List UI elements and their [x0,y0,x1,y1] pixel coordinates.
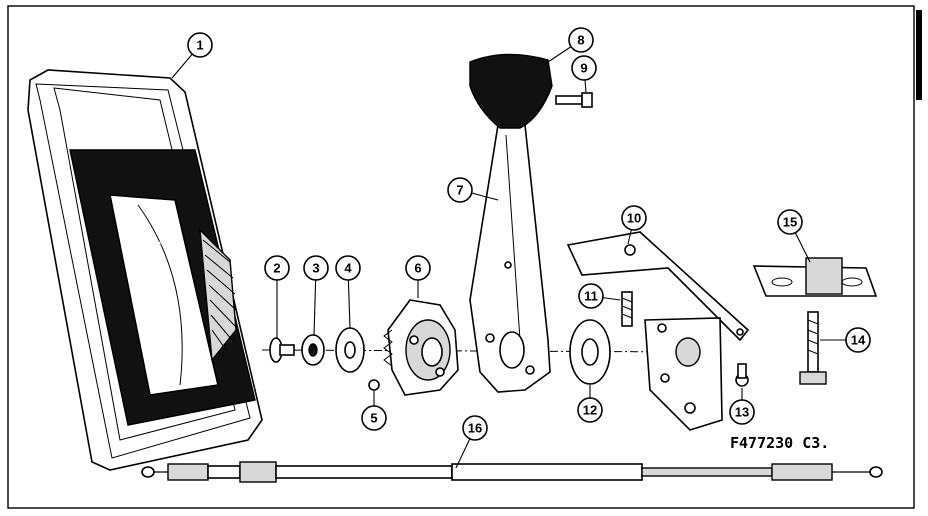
washer-small [301,334,325,366]
callout-1: 1 [171,32,213,79]
callout-4: 4 [335,255,361,329]
scan-edge-mark [916,10,922,100]
lever-washer [569,319,611,385]
callout-circle-9 [571,55,597,81]
lever-knob [469,53,553,129]
callout-3: 3 [303,255,329,336]
diagram-frame [7,5,915,509]
callout-circle-3 [303,255,329,281]
callout-number-11: 11 [584,289,598,304]
callout-circle-2 [264,255,290,281]
callout-circle-8 [568,27,594,53]
screw [269,337,295,363]
cable-bolt [799,311,827,385]
bracket-bolt [621,291,633,327]
knob-screw [555,92,593,108]
callout-15: 15 [777,209,811,263]
callout-13: 13 [729,388,755,425]
callout-number-5: 5 [370,411,377,426]
small-screw [735,363,749,387]
dial-mark-3: 3 [155,240,161,252]
callout-circle-6 [405,255,431,281]
callout-circle-5 [361,405,387,431]
callout-number-4: 4 [344,261,352,276]
washer-large [335,327,365,373]
callout-number-15: 15 [783,215,797,230]
dial-mark-1: 1 [167,300,173,312]
callout-number-7: 7 [456,183,463,198]
callout-circle-1 [187,32,213,58]
callout-12: 12 [577,385,603,423]
callout-14: 14 [820,327,871,353]
callout-number-8: 8 [577,33,584,48]
callout-circle-13 [729,399,755,425]
dial-mark-2: 2 [161,270,167,282]
callout-circle-16 [462,415,488,441]
callout-number-1: 1 [196,38,203,53]
callout-16: 16 [455,415,488,469]
callout-number-14: 14 [851,333,866,348]
callout-circle-4 [335,255,361,281]
callout-number-10: 10 [627,211,641,226]
detent-plate [383,299,459,396]
callout-6: 6 [405,255,431,298]
drawing-code: F477230 C3. [730,434,829,452]
callout-number-12: 12 [583,403,597,418]
callout-7: 7 [447,177,499,203]
cable-clamp [752,257,878,297]
detent-ball [368,379,380,391]
callout-11: 11 [578,283,621,309]
callout-9: 9 [571,55,597,93]
callout-circle-12 [577,397,603,423]
callout-number-16: 16 [468,421,482,436]
mounting-bracket [566,231,750,431]
callout-number-6: 6 [414,261,421,276]
callout-2: 2 [264,255,290,338]
callout-number-13: 13 [735,405,749,420]
callout-5: 5 [361,391,387,431]
callout-8: 8 [547,27,594,63]
callout-circle-11 [578,283,604,309]
control-housing: 3 2 1 [27,69,263,471]
control-cable [141,461,883,483]
callout-circle-10 [621,205,647,231]
callout-circle-15 [777,209,803,235]
callout-number-9: 9 [580,61,587,76]
callout-number-3: 3 [312,261,319,276]
callout-10: 10 [621,205,647,245]
shift-lever [469,124,551,393]
callout-circle-7 [447,177,473,203]
callout-number-2: 2 [273,261,280,276]
callout-circle-14 [845,327,871,353]
